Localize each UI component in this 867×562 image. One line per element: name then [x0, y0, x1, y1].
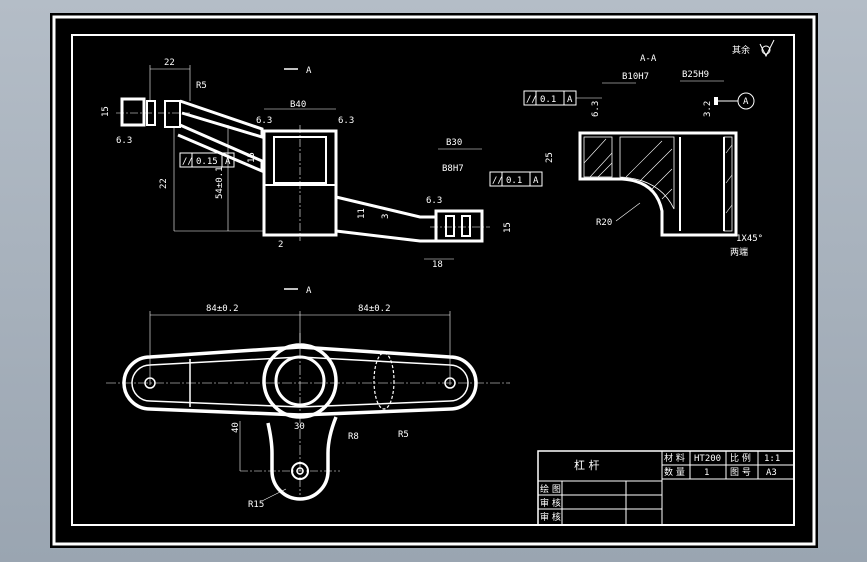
- svg-text:0.1: 0.1: [506, 176, 522, 186]
- part-name: 杠 杆: [574, 458, 600, 472]
- dim-r15: R15: [248, 500, 264, 510]
- svg-text:A: A: [743, 97, 749, 107]
- dim-side-15: 15: [101, 106, 111, 117]
- dim-right-15: 15: [503, 222, 513, 233]
- section-label: A-A: [640, 54, 657, 64]
- ra-mid: 6.3: [256, 116, 272, 126]
- dim-84-left: 84±0.2: [206, 304, 239, 314]
- quantity-label: 数 量: [664, 466, 685, 478]
- roughness-note: 其余: [732, 44, 750, 56]
- svg-text:A: A: [225, 157, 231, 167]
- svg-text://: //: [526, 95, 537, 105]
- section-marker-bottom: A: [306, 286, 312, 296]
- dim-side-3: 3: [381, 214, 391, 219]
- dim-18: 18: [432, 260, 443, 270]
- dim-chamfer: 1X45°: [736, 234, 763, 244]
- dim-b25h9: B25H9: [682, 70, 709, 80]
- ra-right: 6.3: [426, 196, 442, 206]
- ra-top: 6.3: [338, 116, 354, 126]
- dim-b40: B40: [290, 100, 306, 110]
- scale-label: 比 例: [730, 452, 751, 464]
- front-view: 22 R5 B40 B30 18 B8H7 22 54±0.1 15 15 11…: [101, 58, 543, 270]
- drawing-no-value: A3: [766, 468, 777, 478]
- quantity-value: 1: [704, 468, 709, 478]
- checked-by-label: 审 核: [540, 497, 561, 509]
- drawing-no-label: 图 号: [730, 467, 751, 478]
- dim-bottom-a2: 2: [278, 240, 283, 250]
- dim-side-22: 22: [159, 178, 169, 189]
- dim-side-15b: 15: [247, 152, 257, 163]
- dim-25: 25: [545, 152, 555, 163]
- dim-chamfer-note: 两端: [730, 246, 748, 258]
- svg-text://: //: [182, 157, 193, 167]
- dim-r20: R20: [596, 218, 612, 228]
- drawing-canvas: 其余 22 R5 B40 B30: [52, 15, 816, 546]
- top-view: A 84±0.2 84±0.2 40 30 R8 R5: [106, 286, 510, 510]
- dim-22: 22: [164, 58, 175, 68]
- dim-side-h: 11: [357, 208, 367, 219]
- dim-84-right: 84±0.2: [358, 304, 391, 314]
- dim-b10h7: B10H7: [622, 72, 649, 82]
- dim-b8h7: B8H7: [442, 164, 464, 174]
- material-value: HT200: [694, 454, 721, 464]
- svg-text:0.15: 0.15: [196, 157, 218, 167]
- outer-border: [52, 15, 816, 546]
- svg-text://: //: [492, 176, 503, 186]
- approved-by-label: 审 核: [540, 511, 561, 523]
- drawing-sheet: 其余 22 R5 B40 B30: [50, 13, 818, 548]
- section-marker-top: A: [306, 66, 312, 76]
- section-view: A-A B10H7 B25H9 25 R20 1X45° 两端: [523, 54, 763, 258]
- inner-border: [71, 34, 795, 526]
- drawn-by-label: 绘 图: [540, 483, 561, 495]
- dim-b30: B30: [446, 138, 462, 148]
- datum-symbol-icon: A: [714, 92, 755, 110]
- svg-text:A: A: [533, 176, 539, 186]
- scale-value: 1:1: [764, 454, 780, 464]
- ra-left: 6.3: [116, 136, 132, 146]
- dim-side-54: 54±0.1: [215, 166, 225, 199]
- material-label: 材 料: [664, 452, 685, 464]
- dim-30: 30: [294, 422, 305, 432]
- dim-r5-top: R5: [196, 81, 207, 91]
- tolerance-frame-left: // 0.15 A: [179, 152, 235, 168]
- tolerance-frame-section: // 0.1 A: [523, 90, 602, 106]
- ra-section-a: 6.3: [591, 101, 601, 117]
- tolerance-frame-right: // 0.1 A: [489, 171, 543, 187]
- dim-r5: R5: [398, 430, 409, 440]
- dim-40: 40: [231, 422, 241, 433]
- svg-text:0.1: 0.1: [540, 95, 556, 105]
- title-block: 杠 杆 材 料 HT200 比 例 1:1 数 量 1 图 号 A3 绘 图 审…: [537, 450, 795, 526]
- svg-text:A: A: [567, 95, 573, 105]
- ra-section-b: 3.2: [703, 101, 713, 117]
- roughness-symbol-icon: [759, 39, 775, 58]
- dim-r8: R8: [348, 432, 359, 442]
